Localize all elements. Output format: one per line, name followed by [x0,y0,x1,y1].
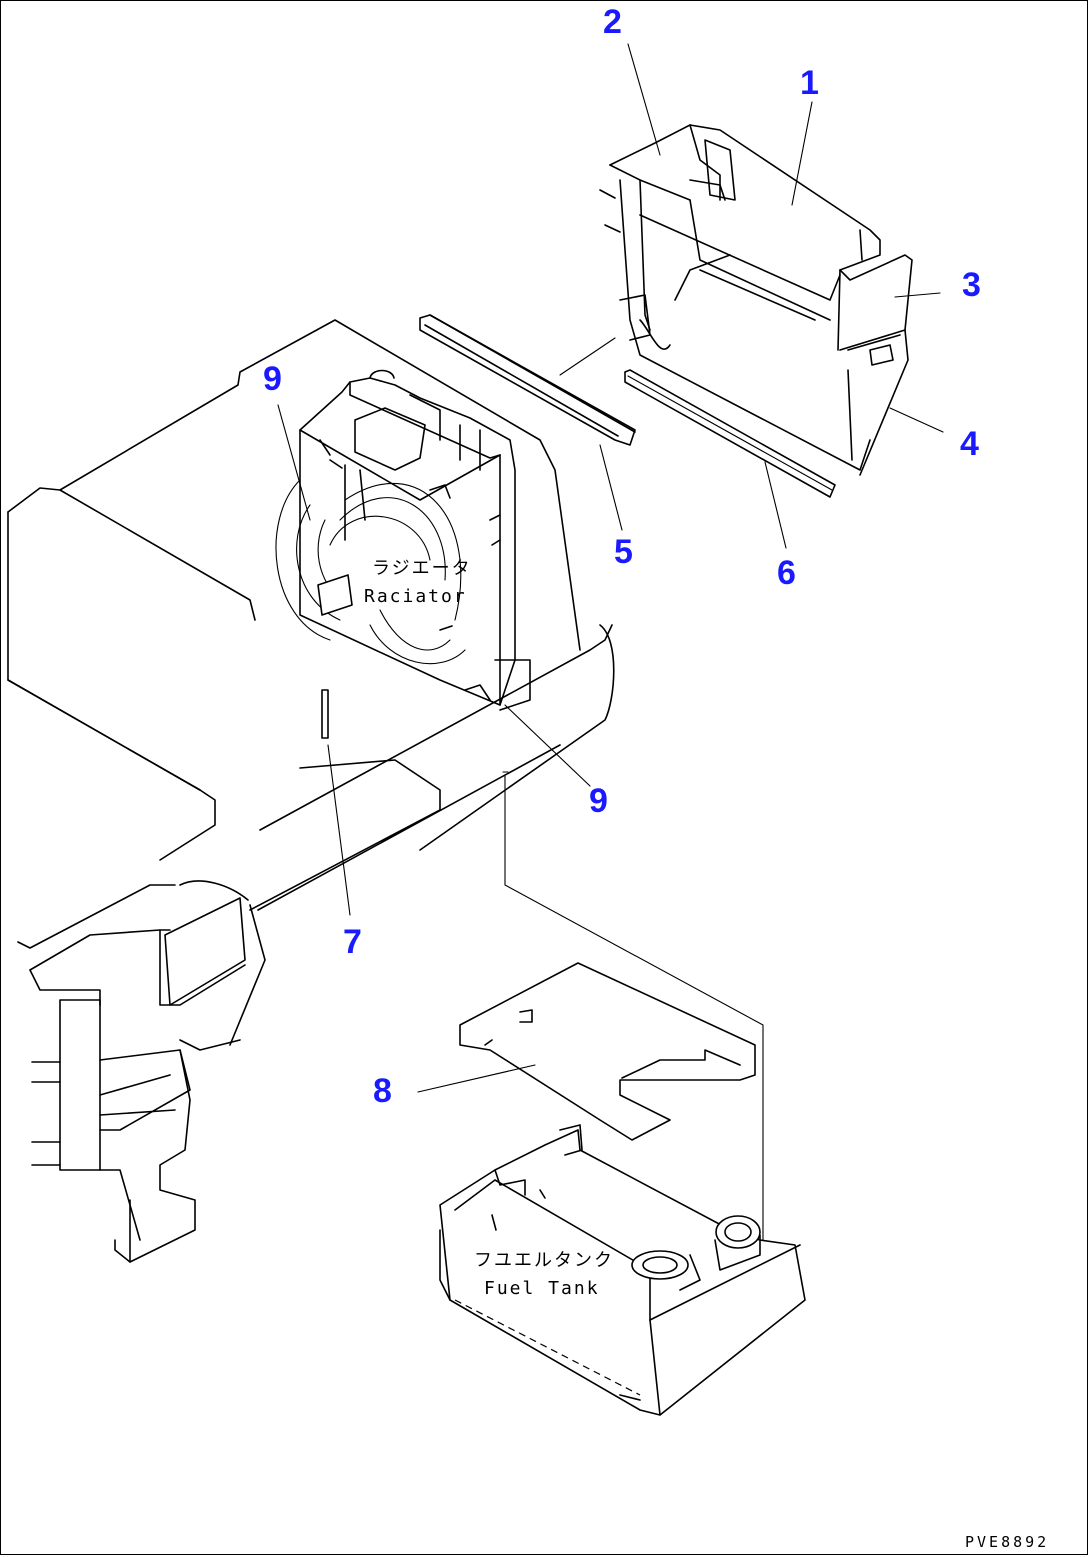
callout-1: 1 [800,64,819,102]
callouts: 1 2 3 4 5 6 7 8 9 9 [263,3,981,1110]
callout-9-upper: 9 [263,360,282,398]
callout-7: 7 [343,923,362,961]
leader-lines [277,43,944,1241]
fuel-tank-label-en: Fuel Tank [484,1278,600,1299]
callout-9-lower: 9 [589,782,608,820]
callout-6: 6 [777,554,796,592]
strip-6 [624,369,836,498]
callout-4: 4 [960,425,979,463]
callout-5: 5 [614,533,633,571]
cover-plate [459,962,756,1141]
callout-8: 8 [373,1072,392,1110]
radiator-label-jp: ラジエータ [372,558,472,579]
machine-frame [7,319,615,1263]
part-labels: ラジエータ Raciator フユエルタンク Fuel Tank [364,558,614,1299]
radiator-assembly [275,369,531,711]
callout-2: 2 [603,3,622,41]
strip-5 [419,314,636,446]
drawing-code: PVE8892 [965,1533,1049,1551]
fuel-tank [439,1124,806,1416]
callout-3: 3 [962,266,981,304]
cover-assembly [599,124,913,476]
fuel-tank-label-jp: フユエルタンク [474,1250,614,1271]
radiator-label-en: Raciator [364,586,467,607]
